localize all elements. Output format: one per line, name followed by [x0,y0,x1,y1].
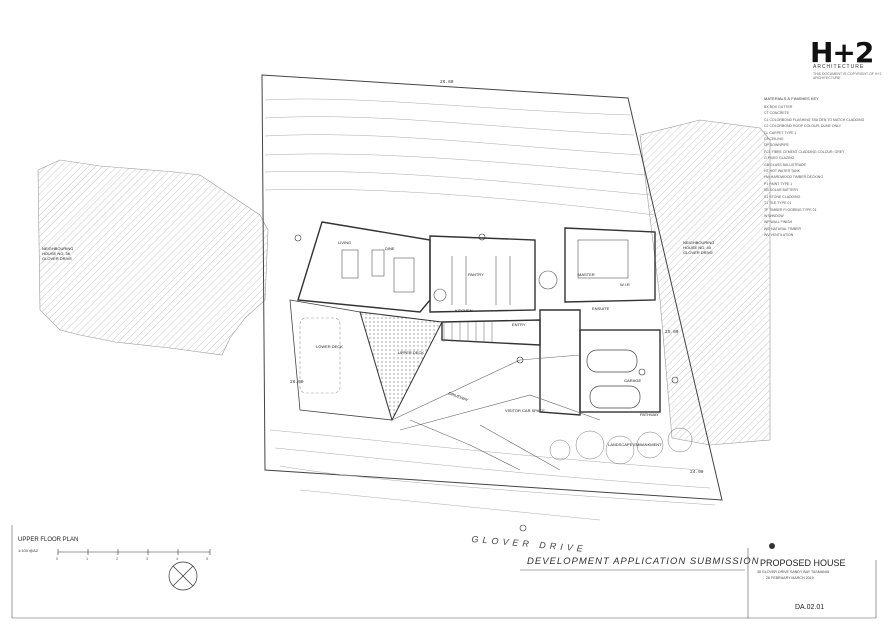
legend-item: S1 STONE CLADDING [764,194,801,199]
drawing-number: DA.02.01 [795,604,825,611]
level-rl2: 25.00 [665,330,679,335]
legend-item: HT HOT WATER TANK [764,169,801,174]
level-rl1: 26.00 [290,380,304,385]
scale-tick: 2 [116,556,119,561]
lower-deck [299,317,341,394]
contour-lines [264,98,716,521]
stair [443,322,493,342]
site-boundary [261,74,723,501]
street-marker-icon [769,543,775,549]
firm-logo: H+2 [810,36,874,69]
scale-ticks: 0 1 2 3 4 5 [56,556,216,564]
room-kitchen: KITCHEN [455,308,473,313]
legend-title: MATERIALS & FINISHES KEY [764,96,819,101]
driveway [391,354,601,471]
scale-tick: 3 [146,556,149,561]
legend-item: C2 COLORBOND ROOF COLOUR: DUNE ONLY [764,124,842,129]
level-top: 26.60 [440,80,454,85]
landscape-embankment: LANDSCAPE EMBANKMENT [608,442,662,447]
neighbour-house-left [37,159,269,356]
scale-tick: 5 [206,556,209,561]
legend-item: TF TIMBER FLOORING TYPE 01 [764,207,817,212]
neighbour-left-label: NEIGHBOURING HOUSE NO. 36 GLOVER DRIVE [42,246,74,261]
garage-cars [586,349,641,409]
legend-item: WV VENTILATION [764,233,794,238]
room-living: LIVING [338,240,352,245]
legend-item: P1 PAINT TYPE 1 [764,181,793,186]
firm-name: ARCHITECTURE [813,64,865,70]
project-title: PROPOSED HOUSE [760,558,846,568]
legend-item: CT CONCRETE [764,111,790,116]
room-dine: DINE [385,246,395,251]
neighbour-house-right [639,119,771,446]
legend-item: CL CARPET TYPE 1 [764,130,797,135]
scale-label: 1:100 @A2 [18,548,39,553]
level-markers [294,233,679,532]
floor-plan-title: UPPER FLOOR PLAN [18,537,79,543]
room-upper-deck: UPPER DECK [398,350,425,355]
scale-bar [57,549,211,555]
scale-tick: 4 [176,556,179,561]
room-wir: W.I.R [620,282,630,287]
firm-details: THIS DOCUMENT IS COPYRIGHT OF H+2 ARCHIT… [813,72,882,80]
legend-item: BX BOX GUTTER [764,105,793,109]
landscape-trees [549,427,693,465]
scale-tick: 1 [86,556,89,561]
room-ensuite: ENSUITE [592,306,610,311]
legend-item: HW HARDWOOD TIMBER DECKING [764,175,824,180]
legend-item: WF WALL FINISH [764,220,793,225]
legend-item: WG NATURAL TIMBER [764,226,802,231]
north-arrow-icon [168,561,198,591]
legend-item: DP DOWNPIPE [764,143,789,148]
legend-item: W WINDOW [764,213,784,218]
project-date: 26 FEBRUARY MARCH 2019 [766,576,814,580]
room-lower-deck: LOWER DECK [316,344,343,349]
legend-item: T1 TILE TYPE 01 [764,201,792,206]
project-address: 38 GLOVER DRIVE SANDY BAY TASMANIA [757,570,830,574]
upper-deck [359,311,443,422]
submission-title: DEVELOPMENT APPLICATION SUBMISSION [527,556,760,567]
legend-item: GB GLASS BALUSTRADE [764,162,807,167]
room-garage: GARAGE [624,378,642,383]
neighbour-right-label: NEIGHBOURING HOUSE NO. 40 GLOVER DRIVE [683,240,715,255]
level-rl3: 24.00 [690,470,704,475]
legend-item: C3 CEILING [764,137,784,142]
legend-item: FC1 FIBRE CEMENT CLADDING COLOUR: GREY [764,149,845,154]
legend-item: SB SOLAR BATTERY [764,188,799,193]
title-block [11,525,877,619]
room-master: MASTER [578,272,595,277]
legend-item: G FIXED GLAZING [764,156,795,161]
legend-item: C1 COLORBOND FLASHING TBA DEN TO MATCH C… [764,117,865,122]
pathway-label: PATHWAY [640,412,659,417]
room-entry: ENTRY [512,322,526,327]
visitor-car-space: VISITOR CAR SPACE [505,408,545,413]
room-pantry: PANTRY [468,272,484,277]
house-walls [297,221,661,416]
scale-tick: 0 [56,556,59,561]
